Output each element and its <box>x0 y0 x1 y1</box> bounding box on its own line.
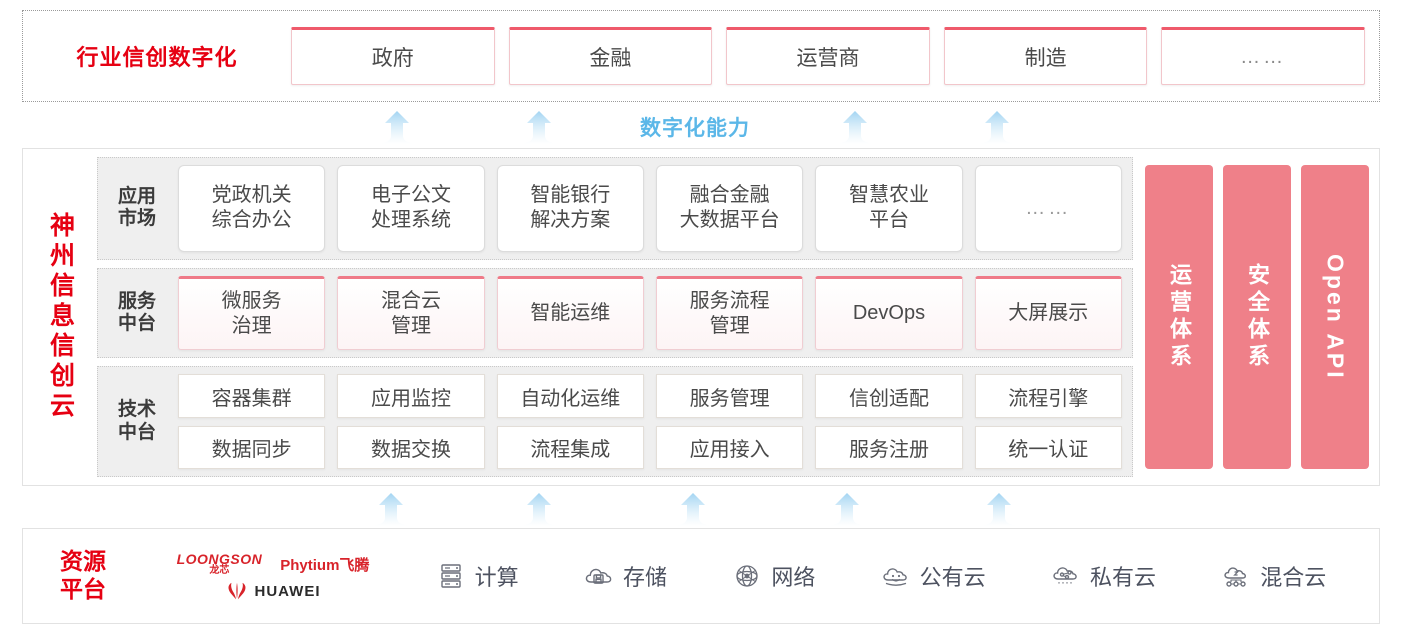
up-arrow-icon <box>518 110 560 144</box>
up-arrow-icon <box>834 110 876 144</box>
pillar-list: 运营体系 安全体系 Open API <box>1143 157 1369 477</box>
tech-card-container-cluster[interactable]: 容器集群 <box>178 374 326 418</box>
app-card-edoc-system[interactable]: 电子公文 处理系统 <box>337 165 485 252</box>
layer-label-service-platform: 服务 中台 <box>117 290 156 335</box>
tech-card-process-integration[interactable]: 流程集成 <box>496 425 644 469</box>
service-card-service-process-mgmt[interactable]: 服务流程 管理 <box>655 275 804 351</box>
service-card-list: 微服务 治理 混合云 管理 智能运维 <box>178 275 1122 351</box>
service-card-microservice-governance[interactable]: 微服务 治理 <box>178 275 326 351</box>
loongson-logo-en: LOONGSON <box>176 551 263 567</box>
tech-card-data-sync[interactable]: 数据同步 <box>178 425 326 469</box>
network-icon <box>732 561 762 591</box>
hybrid-cloud-icon <box>1221 561 1251 591</box>
industry-card-list: 政府 金融 运营商 制造 …… <box>291 27 1379 85</box>
layer-label-technology-platform: 技术 中台 <box>117 399 156 443</box>
pillar-label: 运营体系 <box>1167 263 1192 371</box>
tech-card-app-access[interactable]: 应用接入 <box>655 425 804 469</box>
huawei-flower-icon <box>226 582 248 600</box>
industry-card-finance[interactable]: 金融 <box>508 27 713 85</box>
up-arrow-icon <box>976 110 1018 144</box>
tech-card-process-engine[interactable]: 流程引擎 <box>974 374 1122 418</box>
industry-card-more[interactable]: …… <box>1161 27 1365 85</box>
loongson-logo-cn: 龙芯 <box>209 565 230 576</box>
industry-card-telecom[interactable]: 运营商 <box>726 27 930 85</box>
pillar-label: Open API <box>1322 253 1349 381</box>
app-card-gov-office[interactable]: 党政机关 综合办公 <box>178 165 326 252</box>
technology-card-row: 容器集群 应用监控 自动化运维 服务管理 信创适配 流程引擎 <box>178 374 1122 418</box>
loongson-logo: LOONGSON 龙芯 <box>177 552 263 576</box>
app-card-smart-agriculture[interactable]: 智慧农业 平台 <box>815 165 963 252</box>
industry-title: 行业信创数字化 <box>76 45 238 70</box>
cloud-body: 应用 市场 党政机关 综合办公 电子公文 <box>97 149 1379 485</box>
cloud-platform-title: 神州信息信创云 <box>23 149 97 485</box>
resource-item-private-cloud[interactable]: 私有云 <box>1051 560 1156 592</box>
layer-application-market: 应用 市场 党政机关 综合办公 电子公文 <box>97 157 1133 260</box>
resource-item-public-cloud[interactable]: 公有云 <box>881 560 986 592</box>
vendor-logo-row: LOONGSON 龙芯 Phytium飞腾 <box>177 552 370 576</box>
vendor-logo-row: HUAWEI <box>226 582 321 600</box>
storage-cloud-icon <box>584 561 614 591</box>
tech-card-app-monitoring[interactable]: 应用监控 <box>337 374 485 418</box>
server-icon <box>436 561 466 591</box>
cloud-layer-rows: 应用 市场 党政机关 综合办公 电子公文 <box>97 157 1133 477</box>
public-cloud-icon <box>881 561 911 591</box>
tech-card-xinchuang-adaptation[interactable]: 信创适配 <box>815 374 963 418</box>
cloud-platform-card: 神州信息信创云 应用 市场 党政机关 综合办公 <box>22 148 1380 486</box>
resource-item-label: 私有云 <box>1089 565 1156 590</box>
service-card-smart-ops[interactable]: 智能运维 <box>496 275 644 351</box>
resource-item-label: 计算 <box>474 565 519 590</box>
app-card-more[interactable]: …… <box>974 165 1122 252</box>
up-arrow-icon <box>978 492 1020 526</box>
tech-card-service-management[interactable]: 服务管理 <box>655 374 804 418</box>
resource-item-network[interactable]: 网络 <box>732 560 815 592</box>
up-arrow-icon <box>826 492 868 526</box>
huawei-logo: HUAWEI <box>226 582 321 600</box>
tech-card-service-registry[interactable]: 服务注册 <box>815 425 963 469</box>
layer-service-platform: 服务 中台 微服务 治理 混合云 管 <box>97 267 1133 359</box>
resource-platform-card: 资源 平台 LOONGSON 龙芯 Phytium飞腾 <box>22 528 1380 624</box>
industry-card-government[interactable]: 政府 <box>291 27 495 85</box>
service-card-hybrid-cloud-mgmt[interactable]: 混合云 管理 <box>337 275 485 351</box>
app-card-finance-bigdata[interactable]: 融合金融 大数据平台 <box>655 165 804 252</box>
pillar-label: 安全体系 <box>1245 263 1270 371</box>
industry-card-manufacturing[interactable]: 制造 <box>943 27 1148 85</box>
resource-item-list: 计算 存储 <box>403 560 1379 592</box>
up-arrow-icon <box>376 110 418 144</box>
private-cloud-icon <box>1051 561 1081 591</box>
tech-card-unified-auth[interactable]: 统一认证 <box>974 425 1122 469</box>
huawei-logo-text: HUAWEI <box>254 582 321 600</box>
up-arrow-icon <box>518 492 560 526</box>
resource-platform-title: 资源 平台 <box>60 548 106 602</box>
layer-label-application-market: 应用 市场 <box>117 185 156 230</box>
technology-card-row: 数据同步 数据交换 流程集成 应用接入 服务注册 统一认证 <box>178 425 1122 469</box>
phytium-logo: Phytium飞腾 <box>280 556 370 574</box>
pillar-open-api[interactable]: Open API <box>1301 165 1369 469</box>
tech-card-automated-ops[interactable]: 自动化运维 <box>496 374 644 418</box>
technology-card-grid: 容器集群 应用监控 自动化运维 服务管理 信创适配 流程引擎 数据同步 数据交换… <box>178 374 1122 469</box>
application-card-list: 党政机关 综合办公 电子公文 处理系统 智能银行 <box>178 165 1122 252</box>
capability-label: 数字化能力 <box>640 117 750 140</box>
resource-item-label: 网络 <box>771 565 816 590</box>
vendor-logo-list: LOONGSON 龙芯 Phytium飞腾 HUAWEI <box>143 552 403 600</box>
up-arrow-icon <box>370 492 412 526</box>
resource-item-label: 存储 <box>622 565 667 590</box>
pillar-security-system[interactable]: 安全体系 <box>1223 165 1291 469</box>
pillar-operations-system[interactable]: 运营体系 <box>1145 165 1213 469</box>
layer-technology-platform: 技术 中台 容器集群 应用监控 自动化运维 服务管理 信创适配 流程引擎 <box>97 366 1133 477</box>
resource-item-label: 混合云 <box>1260 565 1327 590</box>
app-card-smart-bank[interactable]: 智能银行 解决方案 <box>496 165 644 252</box>
service-card-big-screen[interactable]: 大屏展示 <box>974 275 1122 351</box>
cloud-platform-title-text: 神州信息信创云 <box>46 212 75 422</box>
industry-band: 行业信创数字化 政府 金融 运营商 制造 …… <box>22 10 1380 102</box>
service-card-devops[interactable]: DevOps <box>815 275 963 351</box>
up-arrow-icon <box>672 492 714 526</box>
resource-item-hybrid-cloud[interactable]: 混合云 <box>1221 560 1326 592</box>
resource-item-label: 公有云 <box>919 565 986 590</box>
tech-card-data-exchange[interactable]: 数据交换 <box>337 425 485 469</box>
resource-item-storage[interactable]: 存储 <box>584 560 667 592</box>
resource-item-compute[interactable]: 计算 <box>436 560 519 592</box>
